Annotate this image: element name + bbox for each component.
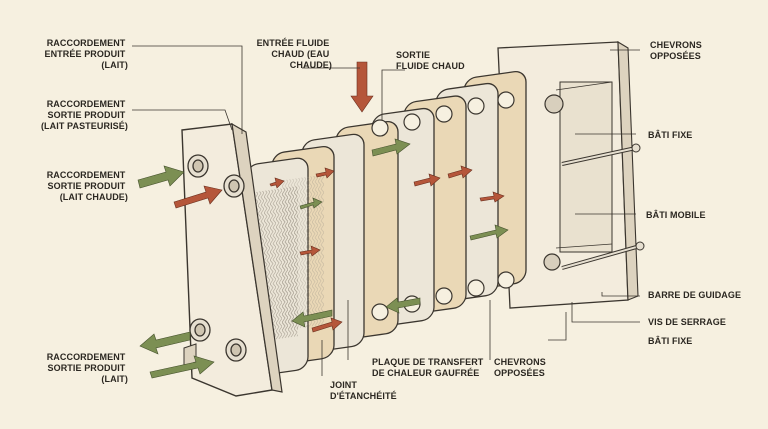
front-frame-plate: [181, 122, 283, 397]
label-entree-fluide-chaud: ENTRÉE FLUIDE CHAUD (EAU CHAUDE): [257, 38, 332, 70]
label-raccordement-sortie-chaude: RACCORDEMENT SORTIE PRODUIT (LAIT CHAUDE…: [47, 170, 128, 202]
nozzles: [187, 154, 247, 362]
leader-lines: [132, 45, 640, 376]
plate-stack: [245, 70, 527, 377]
label-raccordement-sortie-lait: RACCORDEMENT SORTIE PRODUIT (LAIT): [47, 352, 128, 384]
label-bati-fixe-bottom: BÂTI FIXE: [648, 335, 692, 346]
cold-arrows: [137, 138, 509, 379]
label-bati-fixe-top: BÂTI FIXE: [648, 129, 692, 140]
label-plaque-transfert: PLAQUE DE TRANSFERT DE CHALEUR GAUFRÉE: [372, 357, 486, 378]
label-joint-etancheite: JOINT D'ÉTANCHÉITÉ: [330, 380, 397, 401]
labels: RACCORDEMENT ENTRÉE PRODUIT (LAIT) RACCO…: [41, 38, 741, 401]
label-chevrons-opposees-bottom: CHEVRONS OPPOSÉES: [494, 357, 548, 378]
label-vis-de-serrage: VIS DE SERRAGE: [648, 317, 726, 327]
fixed-frame-right: [497, 41, 639, 309]
label-barre-de-guidage: BARRE DE GUIDAGE: [648, 290, 741, 300]
label-raccordement-sortie-pasteurise: RACCORDEMENT SORTIE PRODUIT (LAIT PASTEU…: [41, 99, 128, 131]
hot-arrows: [173, 61, 505, 333]
guide-bars: [543, 94, 645, 271]
label-chevrons-opposees-top: CHEVRONS OPPOSÉES: [650, 40, 704, 61]
label-sortie-fluide-chaud: SORTIE FLUIDE CHAUD: [396, 50, 465, 71]
label-bati-mobile: BÂTI MOBILE: [646, 209, 706, 220]
label-raccordement-entree-lait: RACCORDEMENT ENTRÉE PRODUIT (LAIT): [44, 38, 128, 70]
